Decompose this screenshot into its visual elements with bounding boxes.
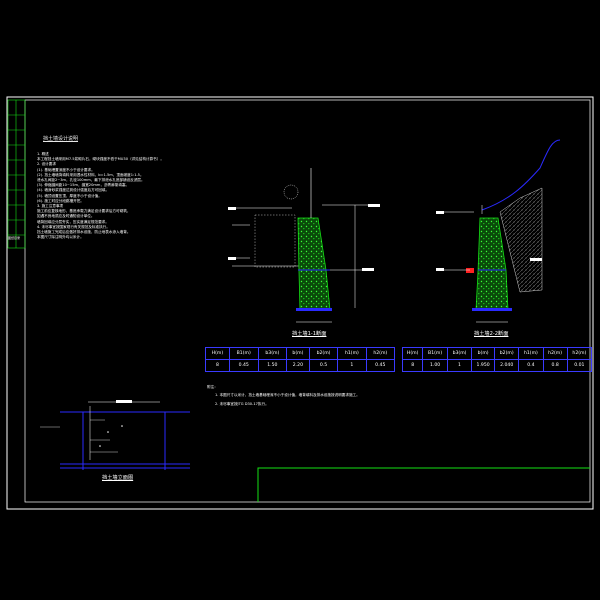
- table-value-cell: 1: [446, 359, 473, 372]
- table-header-cell: b2(m): [308, 347, 339, 360]
- section-2-caption: 挡土墙2-2断面: [474, 331, 509, 337]
- table-header-cell: b(m): [286, 347, 310, 360]
- section-1-caption: 挡土墙1-1断面: [292, 331, 327, 337]
- table-header-cell: B1(m): [422, 347, 448, 360]
- table-header-cell: b2(m): [494, 347, 520, 360]
- table-value-cell: 0.4: [518, 359, 544, 372]
- table-header-cell: H(m): [401, 347, 424, 360]
- table-header-cell: h1(m): [337, 347, 367, 360]
- title-block-bottom: [257, 467, 590, 502]
- table-value-cell: 0.01: [566, 359, 593, 372]
- general-note-line: (5). 墙顶设置压顶，厚度不小于设计值。: [37, 193, 102, 198]
- table-value-cell: 0.5: [308, 359, 339, 372]
- wall-elevation: [40, 400, 190, 470]
- remarks-title: 附注：: [207, 385, 218, 389]
- sheet-border: [6, 96, 594, 510]
- table-value-cell: 2.040: [494, 359, 520, 372]
- general-note-line: 施工前应复核地形，基底承载力满足设计要求后方可砌筑，: [37, 209, 131, 214]
- table-value-cell: 0.45: [365, 359, 396, 372]
- general-note-line: 泄水孔间距2~3m，孔径100mm，最下排泄水孔底部铺设反滤层。: [37, 178, 145, 183]
- table-value-cell: 0.45: [228, 359, 259, 372]
- wall-section-2: [436, 139, 561, 323]
- wall-section-1: [228, 168, 380, 323]
- table-header-cell: b3(m): [257, 347, 288, 360]
- general-note-line: 4. 未尽事宜按国家现行有关规范及标准执行。: [37, 224, 110, 229]
- table-header-cell: H(m): [205, 347, 230, 360]
- general-note-line: (4). 墙身砂浆强度达到设计强度后方可回填。: [37, 188, 110, 193]
- general-note-line: (3). 伸缩缝间距10~15m，缝宽20mm，沥青麻絮填塞。: [37, 183, 130, 188]
- table-header-cell: h2(m): [542, 347, 568, 360]
- table-value-cell: 8: [205, 359, 230, 372]
- table-value-cell: 1: [337, 359, 367, 372]
- title-block-strip: [7, 99, 26, 249]
- table-value-cell: 0.8: [542, 359, 568, 372]
- general-note-line: (1). 基础埋置深度不小于设计要求。: [37, 167, 95, 172]
- general-note-line: 如遇不良地质应及时通知设计单位。: [37, 214, 95, 219]
- table-header-cell: h1(m): [518, 347, 544, 360]
- elevation-caption: 挡土墙立面图: [102, 475, 134, 481]
- section-2-table: H(m)B1(m)b3(m)b(m)b2(m)h1(m)h2(m)h2(m) 8…: [401, 347, 593, 372]
- table-header-cell: h2(m): [365, 347, 396, 360]
- general-note-line: 1. 概述: [37, 152, 49, 156]
- general-note-line: 3. 施工注意事项: [37, 204, 64, 209]
- table-value-cell: 8: [401, 359, 424, 372]
- table-value-cell: 2.20: [286, 359, 310, 372]
- general-note-line: (6). 施工时应分段跳槽开挖。: [37, 198, 84, 203]
- table-value-cell: 1.00: [422, 359, 448, 372]
- general-note-line: 墙背回填应分层夯实，压实度满足规范要求。: [37, 219, 109, 224]
- table-header-cell: h2(m): [566, 347, 593, 360]
- table-value-cell: 1.50: [257, 359, 288, 372]
- title-block-label: 图纸目录: [8, 236, 21, 240]
- general-note-line: 2. 设计要求: [37, 162, 56, 167]
- table-header-cell: B1(m): [228, 347, 259, 360]
- table-value-cell: 1.950: [471, 359, 496, 372]
- table-header-cell: b3(m): [446, 347, 473, 360]
- table-header-cell: b(m): [471, 347, 496, 360]
- general-note-line: (2). 挡土墙墙背填料采用透水性材料，b=1.5m，顶面坡度1:1.5。: [37, 172, 144, 177]
- remarks-line-1: 1. 本图尺寸以米计，挡土墙基础埋深不小于设计值，墙背填料及排水设施按说明要求施…: [215, 393, 360, 397]
- general-note-line: 本工程挡土墙采用M7.5浆砌片石，砌块强度不低于MU30（详见结构计算书）。: [37, 157, 164, 162]
- general-notes: 1. 概述 本工程挡土墙采用M7.5浆砌片石，砌块强度不低于MU30（详见结构计…: [37, 152, 207, 240]
- remarks-line-2: 2. 未尽事宜按JTG D30-17执行。: [215, 402, 269, 406]
- general-note-line: 本图尺寸除注明外均以米计。: [37, 235, 84, 240]
- general-note-line: 挡土墙施工完成后应做好排水设施，防止地表水渗入墙背。: [37, 230, 131, 235]
- general-notes-title: 挡土墙设计说明: [43, 136, 79, 142]
- drawing-frame: [24, 99, 591, 503]
